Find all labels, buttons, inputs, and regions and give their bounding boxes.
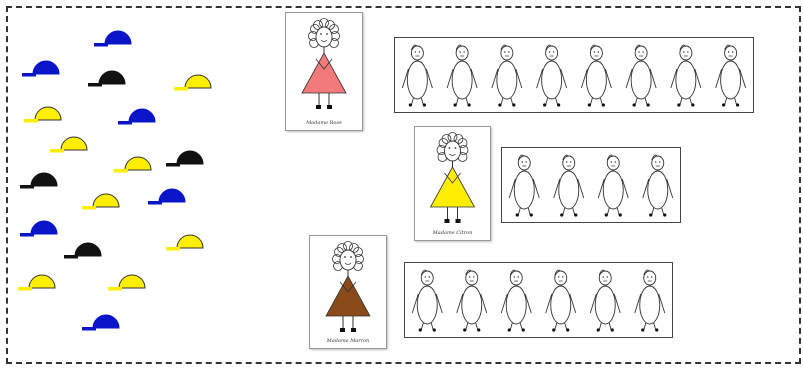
cap-black [64,242,102,259]
child-figure [553,154,585,217]
child-figure [401,44,433,107]
madame-citron-figure [429,132,476,223]
marron-children-row [411,269,666,332]
child-figure [597,154,629,217]
madame-rose-figure [301,18,347,109]
marron-children-box [404,262,673,338]
cap-black [88,70,126,87]
rose-children-box [394,37,754,113]
child-figure [500,269,532,332]
madame-marron-figure [325,241,371,332]
cap-blue [118,108,156,125]
madame-marron-caption: Madame Marron [326,338,370,344]
cap-blue [20,220,58,237]
cap-blue [22,60,60,77]
cap-black [20,172,58,189]
child-figure [580,44,612,107]
madame-citron-caption: Madame Citron [432,230,473,236]
cap-blue [148,188,186,205]
lady-figure [325,241,371,332]
cap-yellow [108,274,146,291]
cap-blue [82,314,120,331]
cap-yellow [82,193,120,210]
child-figure [545,269,577,332]
child-figure [411,269,443,332]
cap-yellow [18,274,56,291]
lady-figure [429,132,476,223]
cap-yellow [174,74,212,91]
child-figure [634,269,666,332]
madame-marron-card: Madame Marron [309,235,387,349]
citron-children-box [501,147,681,223]
cap-black [166,150,204,167]
cap-yellow [114,156,152,173]
child-figure [625,44,657,107]
child-figure [456,269,488,332]
madame-rose-caption: Madame Rose [306,120,342,126]
madame-citron-card: Madame Citron [414,126,491,241]
child-figure [446,44,478,107]
dashed-frame [6,6,801,364]
cap-yellow [50,136,88,153]
rose-children-row [401,44,747,107]
child-figure [589,269,621,332]
cap-yellow [166,234,204,251]
cap-blue [94,30,132,47]
child-figure [670,44,702,107]
lady-figure [301,18,347,109]
cap-yellow [24,106,62,123]
child-figure [642,154,674,217]
child-figure [491,44,523,107]
madame-rose-card: Madame Rose [285,12,363,131]
child-figure [508,154,540,217]
child-figure [536,44,568,107]
child-figure [715,44,747,107]
citron-children-row [508,154,674,217]
